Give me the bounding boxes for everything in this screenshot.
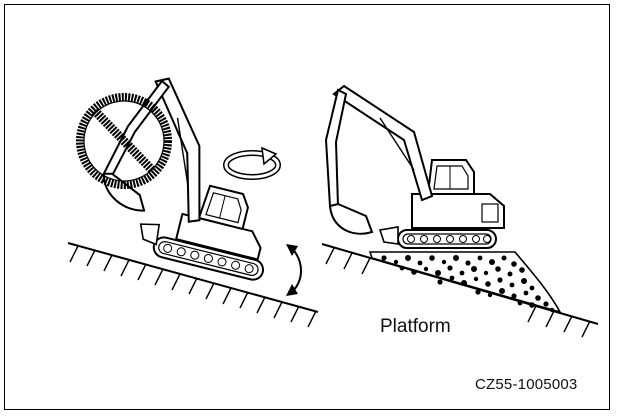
rotate-arrow-icon — [226, 148, 278, 177]
figure-code: CZ55-1005003 — [475, 376, 577, 393]
tilt-arrow-icon — [286, 244, 301, 296]
prohibition-icon — [80, 97, 168, 185]
platform — [370, 252, 560, 312]
platform-label: Platform — [380, 316, 451, 338]
right-excavator — [326, 86, 504, 248]
